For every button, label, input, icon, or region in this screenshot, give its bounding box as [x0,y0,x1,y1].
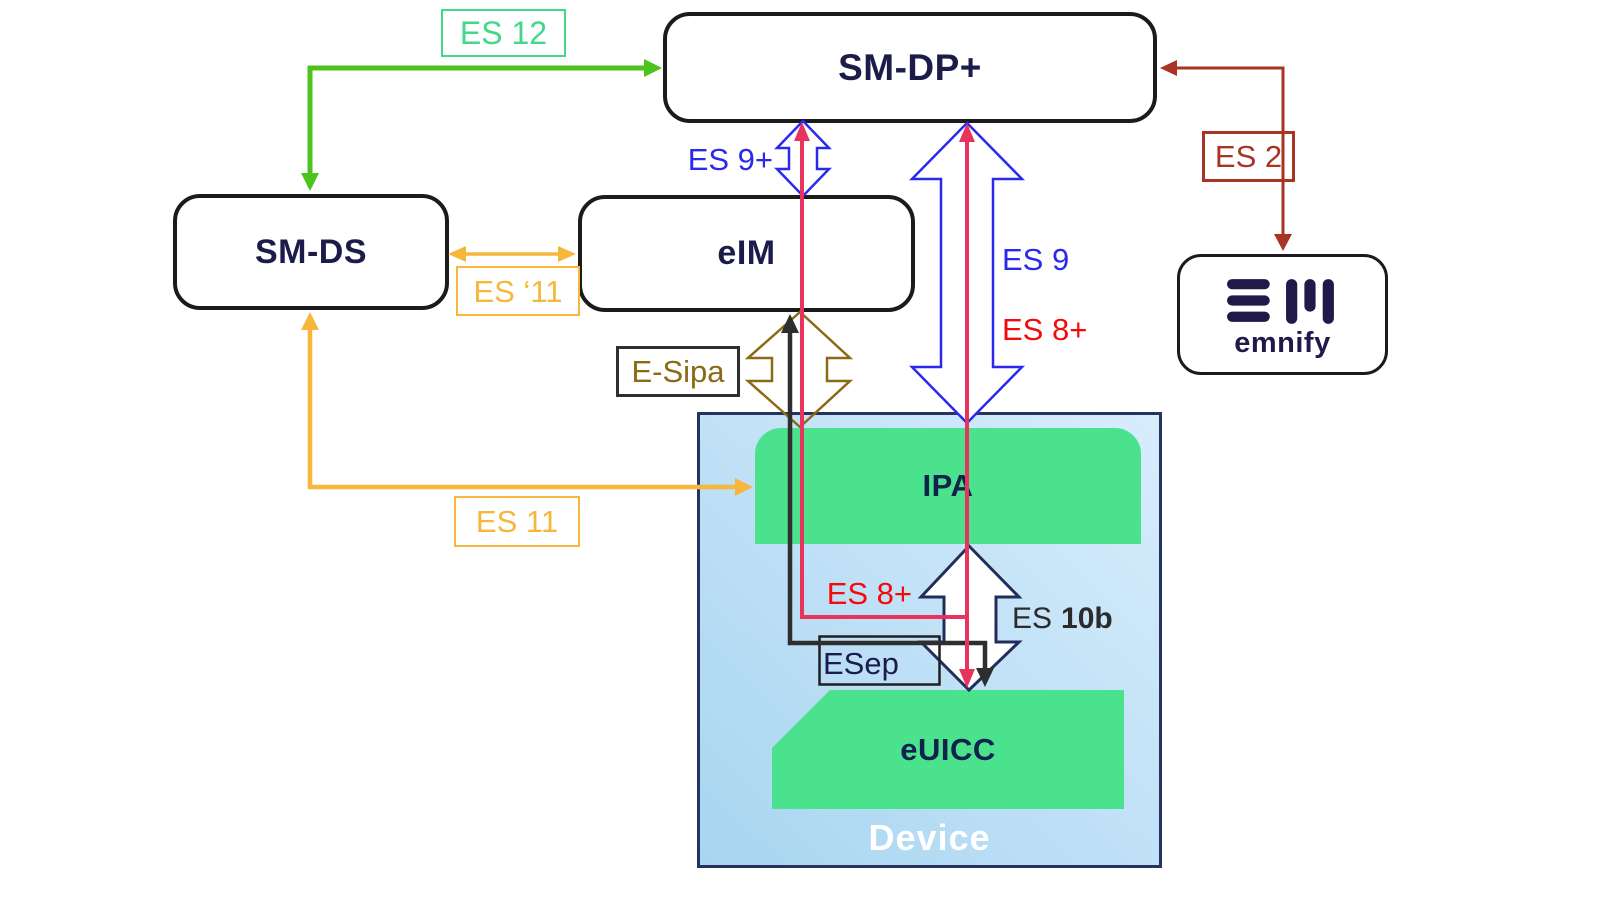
node-eim: eIM [578,195,915,312]
es9plus-text: ES 9+ [687,141,773,177]
es2-text: ES 2 [1214,139,1283,174]
sm-dp-plus-label: SM-DP+ [838,46,982,88]
label-es2: ES 2 [1202,131,1295,182]
es10b-bold-text: 10b [1061,602,1113,635]
esipa-text: E-Sipa [631,354,725,389]
label-es10b: ES 10b [1012,601,1162,637]
eim-label: eIM [717,234,776,272]
es11-arrow [301,312,753,496]
label-esep: ESep [823,644,937,682]
label-es8plus-device: ES 8+ [800,577,912,609]
sm-ds-label: SM-DS [254,232,368,271]
device-box: IPA eUICC Device [697,412,1162,868]
es11-handshake-text: ES ‘11 [473,273,563,309]
label-esipa: E-Sipa [616,346,740,397]
esipa-block-arrow [744,310,854,429]
es9-text: ES 9 [1002,241,1070,277]
es12-text: ES 12 [459,15,548,51]
es10b-prefix-text: ES [1012,602,1053,635]
node-sm-ds: SM-DS [173,194,449,310]
label-es12: ES 12 [441,9,566,57]
es11-text: ES 11 [475,504,559,539]
ipa-box: IPA [755,428,1141,544]
label-es9plus: ES 9+ [655,143,773,175]
es9plus-block-arrow [774,119,832,198]
esep-text: ESep [823,645,899,681]
label-es9: ES 9 [1002,243,1102,275]
label-es11: ES 11 [454,496,580,547]
ipa-label: IPA [922,468,974,503]
emnify-logo-icon [1226,278,1334,324]
es8plus-device-text: ES 8+ [826,575,912,611]
emnify-wordmark: emnify [1234,326,1331,359]
euicc-label: eUICC [900,731,996,767]
node-emnify: emnify [1177,254,1388,375]
es8plus-upper-text: ES 8+ [1002,311,1088,347]
es11-handshake-arrow [448,246,576,262]
euicc-box: eUICC [772,690,1124,809]
node-sm-dp-plus: SM-DP+ [663,12,1157,123]
label-es11-handshake: ES ‘11 [456,266,580,316]
device-label: Device [868,817,991,858]
es12-arrow [301,59,662,191]
label-es8plus-upper: ES 8+ [1002,313,1122,345]
